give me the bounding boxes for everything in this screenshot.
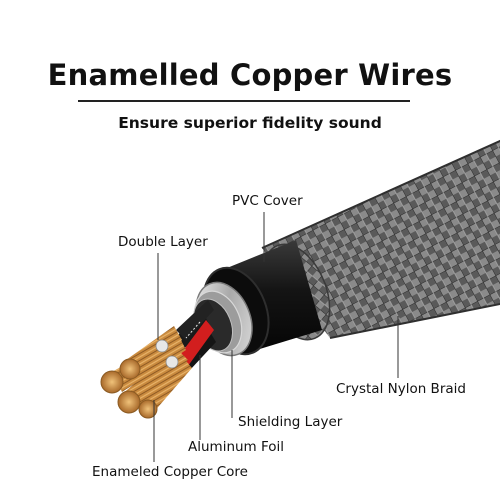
label-shielding-layer: Shielding Layer <box>238 414 343 430</box>
copper-core-end-3 <box>117 390 141 414</box>
label-enameled-copper-core: Enameled Copper Core <box>92 464 248 480</box>
inner-insulated-wires <box>170 300 216 370</box>
label-pvc-cover: PVC Cover <box>232 193 303 209</box>
title-underline <box>78 100 410 102</box>
copper-core-end-1 <box>100 370 124 394</box>
copper-core-end-4 <box>138 399 158 419</box>
leader-lines <box>153 212 399 462</box>
label-crystal-nylon-braid: Crystal Nylon Braid <box>336 381 466 397</box>
copper-strand-bundles <box>100 326 192 419</box>
copper-core-end-2 <box>119 358 141 380</box>
label-double-layer: Double Layer <box>118 234 208 250</box>
page-subtitle: Ensure superior fidelity sound <box>118 114 382 132</box>
page-title: Enamelled Copper Wires <box>47 58 453 92</box>
label-aluminum-foil: Aluminum Foil <box>188 439 285 455</box>
